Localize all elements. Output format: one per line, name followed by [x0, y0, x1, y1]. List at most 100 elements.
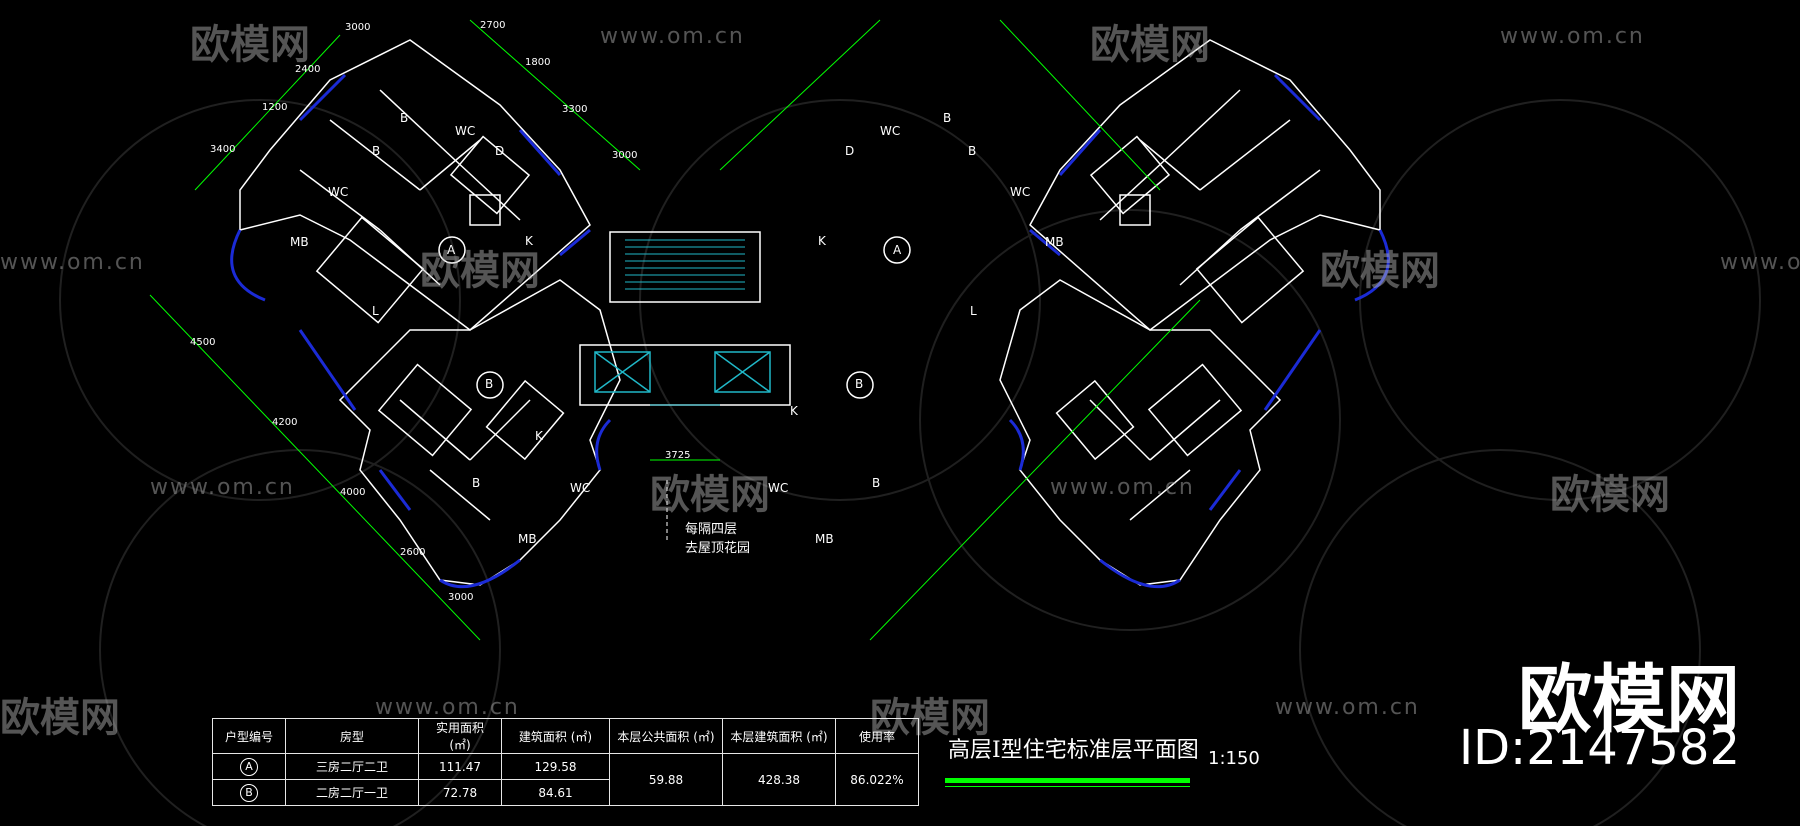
- unit-a-badge: A: [240, 757, 258, 776]
- area-table: 户型编号 房型 实用面积 (㎡) 建筑面积 (㎡) 本层公共面积 (㎡) 本层建…: [212, 718, 919, 806]
- room-label: D: [845, 144, 854, 158]
- watermark-url: www.om.cn: [1500, 24, 1645, 49]
- dimension-label: 3000: [448, 592, 473, 603]
- watermark-url: www.om.cn: [1275, 695, 1420, 720]
- roof-garden-note: 每隔四层 去屋顶花园: [685, 521, 750, 556]
- room-label: K: [790, 404, 799, 418]
- dimension-label: 1200: [262, 102, 287, 113]
- unit-markers: [438, 236, 911, 399]
- left-windows: [230, 73, 591, 589]
- table-header-row: 户型编号 房型 实用面积 (㎡) 建筑面积 (㎡) 本层公共面积 (㎡) 本层建…: [212, 718, 919, 754]
- table-header: 房型: [285, 718, 419, 754]
- watermark-brand: 欧模网: [0, 695, 120, 741]
- watermark-url: www.om.cn: [1050, 475, 1195, 500]
- brand-id: ID:2147582: [1458, 720, 1740, 776]
- watermark-brand: 欧模网: [650, 472, 770, 518]
- watermark-brand: 欧模网: [1090, 22, 1210, 68]
- room-label: WC: [768, 481, 788, 495]
- room-label: MB: [518, 532, 537, 546]
- dimension-label: 3000: [345, 22, 370, 33]
- right-wing: [999, 39, 1390, 589]
- table-header: 户型编号: [212, 718, 286, 754]
- table-row: B 二房二厅一卫 72.78 84.61: [212, 779, 919, 806]
- room-label: B: [400, 111, 408, 125]
- room-labels: B WC D B WC MB K L A B K B WC MB B WC D …: [290, 111, 1064, 546]
- watermark-brand: 欧模网: [190, 22, 310, 68]
- floor-area-cell: 428.38: [722, 753, 836, 806]
- room-label: A: [447, 243, 456, 257]
- dimension-lines: [149, 19, 1201, 641]
- watermark-url: www.om.cn: [600, 24, 745, 49]
- dimension-label: 4200: [272, 417, 297, 428]
- room-label: K: [525, 234, 534, 248]
- title-underline: [945, 778, 1190, 783]
- dimension-label: 4000: [340, 487, 365, 498]
- watermark-brand: 欧模网: [1320, 248, 1440, 294]
- elevator-left: [594, 351, 651, 393]
- left-wing: [230, 39, 621, 589]
- room-label: WC: [880, 124, 900, 138]
- dimension-label: 2700: [480, 20, 505, 31]
- room-label: D: [495, 144, 504, 158]
- table-header: 建筑面积 (㎡): [501, 718, 610, 754]
- room-label: MB: [815, 532, 834, 546]
- room-label: B: [855, 377, 863, 391]
- room-label: L: [970, 304, 977, 318]
- room-label: B: [472, 476, 480, 490]
- table-header: 本层建筑面积 (㎡): [722, 718, 836, 754]
- room-label: B: [968, 144, 976, 158]
- dimension-label: 3000: [612, 150, 637, 161]
- elevator-right: [714, 351, 771, 393]
- note-line-2: 去屋顶花园: [685, 540, 750, 556]
- dimension-label: 4500: [190, 337, 215, 348]
- stair-treads: [625, 239, 745, 290]
- table-header: 实用面积 (㎡): [418, 718, 502, 754]
- room-label: B: [372, 144, 380, 158]
- dimension-label: 3300: [562, 104, 587, 115]
- dimension-label: 2400: [295, 64, 320, 75]
- watermark-brand: 欧模网: [1550, 472, 1670, 518]
- unit-b-badge: B: [240, 783, 258, 802]
- table-header: 使用率: [835, 718, 919, 754]
- unit-b-left: [338, 279, 621, 586]
- dimension-label: 2600: [400, 547, 425, 558]
- room-label: B: [485, 377, 493, 391]
- core: [579, 231, 1025, 540]
- watermark-url: www.om.cn: [0, 250, 145, 275]
- room-label: WC: [328, 185, 348, 199]
- drawing-scale: 1:150: [1208, 748, 1260, 769]
- table-cell: 二房二厅一卫: [285, 779, 419, 806]
- table-cell: 84.61: [501, 779, 610, 806]
- brand-name: 欧模网: [1518, 657, 1740, 743]
- room-label: WC: [455, 124, 475, 138]
- room-label: WC: [570, 481, 590, 495]
- table-row: A 三房二厅二卫 111.47 129.58 59.88 428.38 86.0…: [212, 753, 919, 806]
- dimension-label: 3400: [210, 144, 235, 155]
- table-header: 本层公共面积 (㎡): [609, 718, 723, 754]
- room-label: K: [818, 234, 827, 248]
- room-label: MB: [290, 235, 309, 249]
- unit-a-left: [239, 39, 591, 331]
- table-cell: 111.47: [418, 753, 502, 780]
- usage-rate-cell: 86.022%: [835, 753, 919, 806]
- watermark-url: www.om.cn: [150, 475, 295, 500]
- dimension-label: 1800: [525, 57, 550, 68]
- table-cell: 72.78: [418, 779, 502, 806]
- room-label: B: [872, 476, 880, 490]
- dimension-texts: 3000 2700 2400 1800 1200 3300 3400 3000 …: [190, 20, 690, 603]
- watermark-url: www.om.cn: [1720, 250, 1800, 275]
- table-cell: 129.58: [501, 753, 610, 780]
- title-underline-thin: [945, 786, 1190, 787]
- room-label: MB: [1045, 235, 1064, 249]
- dimension-label: 3725: [665, 450, 690, 461]
- room-label: K: [535, 429, 544, 443]
- watermark-url: www.om.cn: [375, 695, 520, 720]
- room-label: WC: [1010, 185, 1030, 199]
- room-label: A: [893, 243, 902, 257]
- note-line-1: 每隔四层: [685, 521, 737, 537]
- watermark-brand: 欧模网: [420, 248, 540, 294]
- table-cell: 三房二厅二卫: [285, 753, 419, 780]
- room-label: B: [943, 111, 951, 125]
- public-area-cell: 59.88: [609, 753, 723, 806]
